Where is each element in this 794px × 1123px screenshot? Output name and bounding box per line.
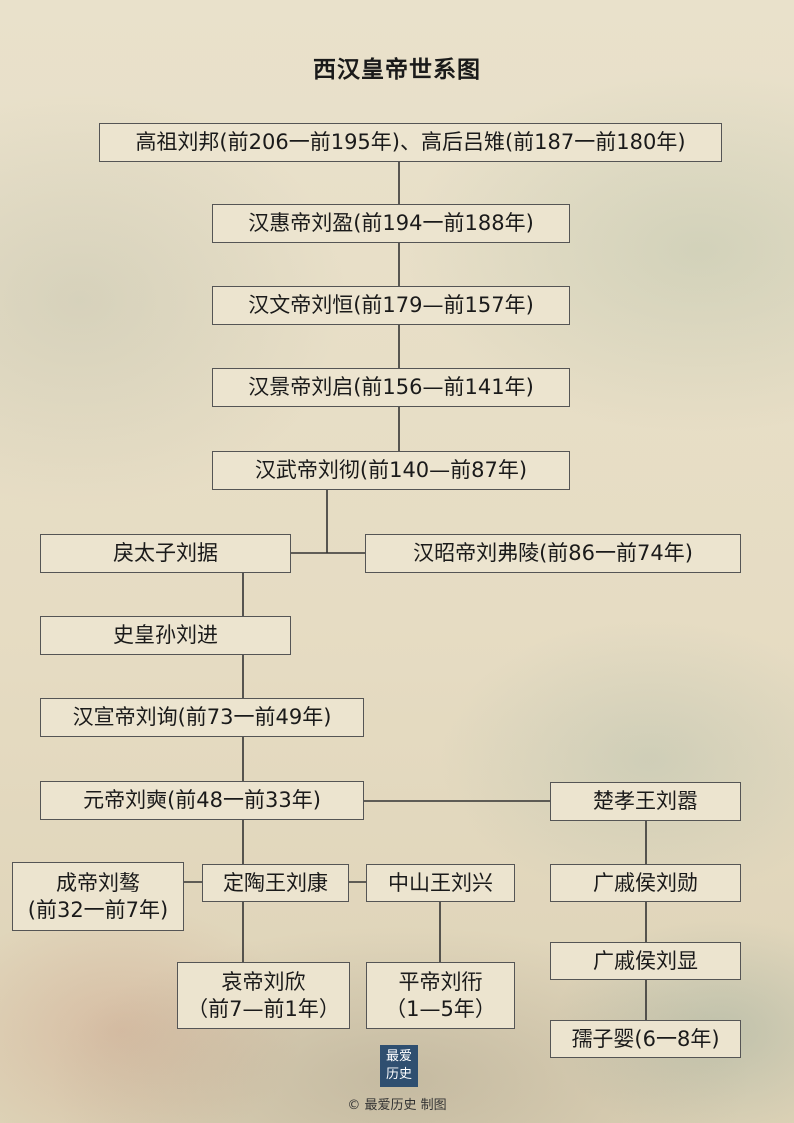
node-litaizi: 戾太子刘据 xyxy=(40,534,291,573)
node-chuxiaowang: 楚孝王刘嚣 xyxy=(550,782,741,821)
chengdi-years: (前32一前7年) xyxy=(27,897,169,922)
node-guangqihou-xun: 广戚侯刘勋 xyxy=(550,864,741,902)
node-aidi: 哀帝刘欣 （前7—前1年） xyxy=(177,962,350,1029)
node-dingtaowang: 定陶王刘康 xyxy=(202,864,349,902)
node-shihuangsun: 史皇孙刘进 xyxy=(40,616,291,655)
node-jingdi: 汉景帝刘启(前156—前141年) xyxy=(212,368,570,407)
node-xuandi: 汉宣帝刘询(前73一前49年) xyxy=(40,698,364,737)
node-ruziying: 孺子婴(6一8年) xyxy=(550,1020,741,1058)
pingdi-name: 平帝刘衎 xyxy=(398,970,483,995)
node-yuandi: 元帝刘奭(前48一前33年) xyxy=(40,781,364,820)
node-zhongshanwang: 中山王刘兴 xyxy=(366,864,515,902)
aidi-name: 哀帝刘欣 xyxy=(221,970,306,995)
pingdi-years: （1—5年） xyxy=(385,996,496,1021)
node-guangqihou-xian: 广戚侯刘显 xyxy=(550,942,741,980)
node-gaozu: 高祖刘邦(前206一前195年)、高后吕雉(前187一前180年) xyxy=(99,123,722,162)
page-title: 西汉皇帝世系图 xyxy=(313,57,481,83)
chengdi-name: 成帝刘骜 xyxy=(56,871,140,896)
aidi-years: （前7—前1年） xyxy=(187,996,340,1021)
node-wendi: 汉文帝刘恒(前179—前157年) xyxy=(212,286,570,325)
node-wudi: 汉武帝刘彻(前140—前87年) xyxy=(212,451,570,490)
node-pingdi: 平帝刘衎 （1—5年） xyxy=(366,962,515,1029)
credit-text: © 最爱历史 制图 xyxy=(347,1098,447,1113)
node-zhaodi: 汉昭帝刘弗陵(前86一前74年) xyxy=(365,534,741,573)
node-huidi: 汉惠帝刘盈(前194一前188年) xyxy=(212,204,570,243)
node-chengdi: 成帝刘骜 (前32一前7年) xyxy=(12,862,184,931)
brand-logo: 最爱历史 xyxy=(380,1045,418,1087)
